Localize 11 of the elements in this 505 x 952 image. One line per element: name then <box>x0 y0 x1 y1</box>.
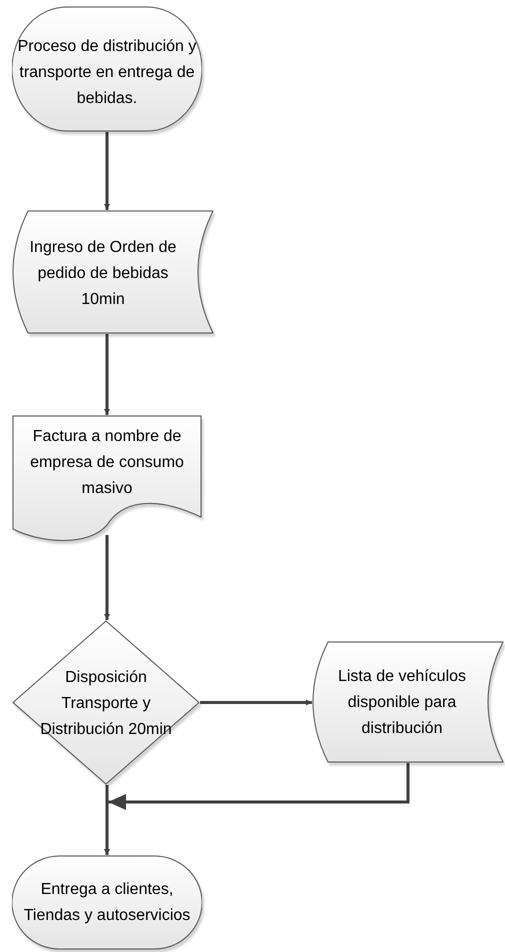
node-label: Lista de vehículos disponible para distribución <box>336 667 468 739</box>
node-label: Factura a nombre de empresa de consumo masivo <box>29 427 185 499</box>
terminator-shape <box>12 855 202 950</box>
node-label: Ingreso de Orden de pedido de bebidas 10min <box>28 238 178 310</box>
node-label: Entrega a clientes, Tiendas y autoservicios <box>22 880 192 926</box>
node-label: Disposición Transporte y Distribución 20min <box>39 668 173 740</box>
node-label: Proceso de distribución y transporte en entrega de bebidas. <box>16 37 198 109</box>
terminator-shape <box>12 6 202 132</box>
stored-data-shape <box>312 641 504 763</box>
decision-diamond <box>12 620 200 785</box>
stored-data-shape <box>12 210 214 334</box>
